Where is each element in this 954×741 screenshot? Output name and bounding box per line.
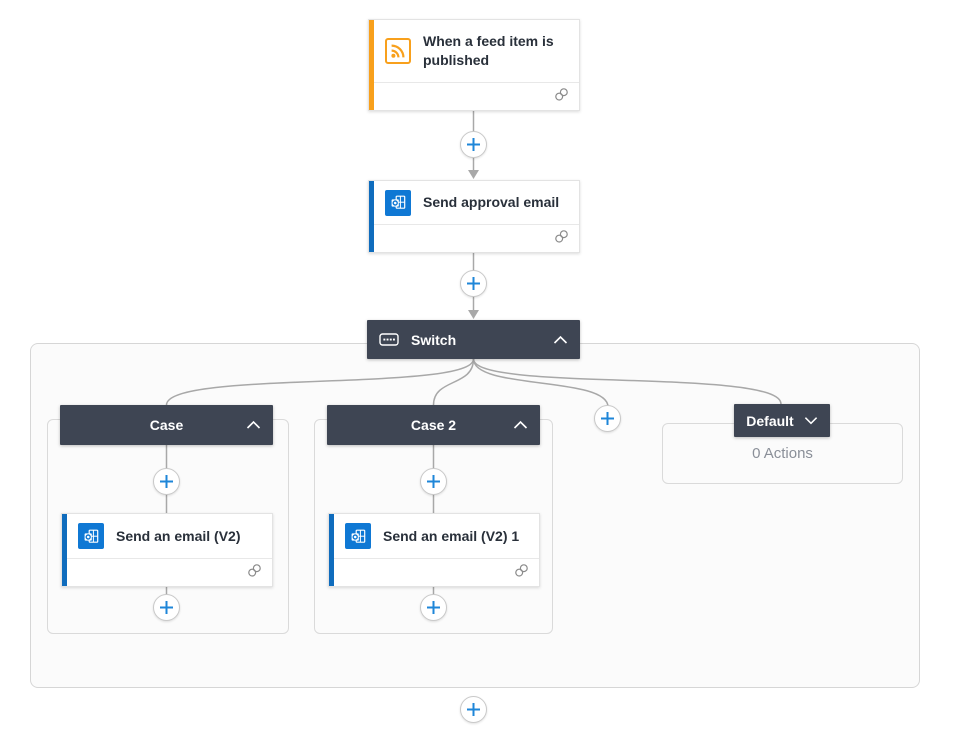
plus-icon [427,601,440,614]
action-accent-bar [369,181,374,252]
action-card-send-approval-email[interactable]: Send approval email [368,180,580,253]
insert-step-button-after-switch[interactable] [460,696,487,723]
case-1-title: Case [149,417,184,433]
insert-step-button-1[interactable] [460,131,487,158]
action-card-send-an-email-v2[interactable]: Send an email (V2) [61,513,273,587]
chevron-up-icon[interactable] [246,420,261,430]
switch-header[interactable]: Switch [367,320,580,359]
plus-icon [467,138,480,151]
add-case-button[interactable] [594,405,621,432]
action-accent-bar [329,514,334,586]
case-1-insert-action-button-bottom[interactable] [153,594,180,621]
outlook-icon [385,189,411,216]
switch-title: Switch [411,331,457,348]
default-branch-header[interactable]: Default [734,404,830,437]
default-empty-text: 0 Actions [752,445,813,462]
case-2-title: Case 2 [410,417,457,433]
action-card-send-an-email-v2-1[interactable]: Send an email (V2) 1 [328,513,540,587]
case-1-header[interactable]: Case [60,405,273,445]
plus-icon [160,475,173,488]
chevron-up-icon[interactable] [553,335,568,344]
plus-icon [601,412,614,425]
action-title: Send an email (V2) [116,527,241,544]
trigger-title: When a feed item is published [423,33,554,68]
outlook-icon [345,523,371,549]
trigger-card-when-a-feed-item-is-published[interactable]: When a feed item is published [368,19,580,111]
action-title: Send approval email [423,194,560,211]
switch-icon [379,333,399,346]
case-2-insert-action-button-top[interactable] [420,468,447,495]
plus-icon [467,703,480,716]
action-accent-bar [62,514,67,586]
trigger-accent-bar [369,20,374,110]
chevron-up-icon[interactable] [513,420,528,430]
plus-icon [427,475,440,488]
link-icon [554,229,569,249]
case-2-header[interactable]: Case 2 [327,405,540,445]
chevron-down-icon[interactable] [804,416,818,425]
action-title: Send an email (V2) 1 [383,527,520,544]
link-icon [514,563,529,583]
outlook-icon [78,523,104,549]
case-2-insert-action-button-bottom[interactable] [420,594,447,621]
link-icon [247,563,262,583]
plus-icon [467,277,480,290]
link-icon [554,87,569,107]
plus-icon [160,601,173,614]
rss-icon [385,38,411,64]
insert-step-button-2[interactable] [460,270,487,297]
case-1-insert-action-button-top[interactable] [153,468,180,495]
default-title: Default [746,412,794,429]
